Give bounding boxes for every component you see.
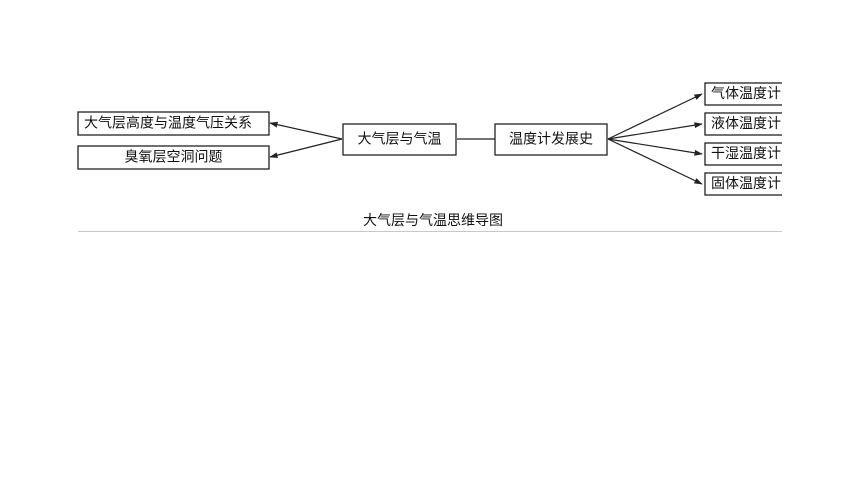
- edge-history-to-right-3: [607, 138, 703, 156]
- edge-center-to-left-2: [269, 138, 343, 159]
- node-label: 干湿温度计: [711, 146, 781, 162]
- node-label: 固体温度计: [711, 176, 781, 192]
- node-ozone-hole: 臭氧层空洞问题: [77, 145, 270, 170]
- edge-history-to-right-1: [607, 93, 703, 140]
- node-label: 大气层与气温: [358, 132, 442, 148]
- node-liquid-thermometer: 液体温度计: [704, 112, 782, 136]
- edge-history-to-right-4: [607, 138, 703, 185]
- edge-history-to-right-2: [607, 122, 703, 140]
- node-label: 大气层高度与温度气压关系: [84, 115, 252, 132]
- node-label: 液体温度计: [711, 116, 781, 132]
- node-thermometer-history: 温度计发展史: [494, 123, 608, 156]
- node-label: 温度计发展史: [509, 132, 593, 148]
- edge-center-to-left-1: [269, 121, 343, 140]
- node-label: 气体温度计: [711, 86, 781, 102]
- node-solid-thermometer: 固体温度计: [704, 172, 782, 196]
- node-altitude-temperature-pressure: 大气层高度与温度气压关系: [77, 111, 270, 136]
- node-wet-dry-thermometer: 干湿温度计: [704, 142, 782, 166]
- node-atmosphere-and-temperature: 大气层与气温: [342, 123, 457, 156]
- diagram-caption: 大气层与气温思维导图: [363, 213, 503, 229]
- node-label: 臭氧层空洞问题: [125, 150, 223, 166]
- node-gas-thermometer: 气体温度计: [704, 82, 782, 106]
